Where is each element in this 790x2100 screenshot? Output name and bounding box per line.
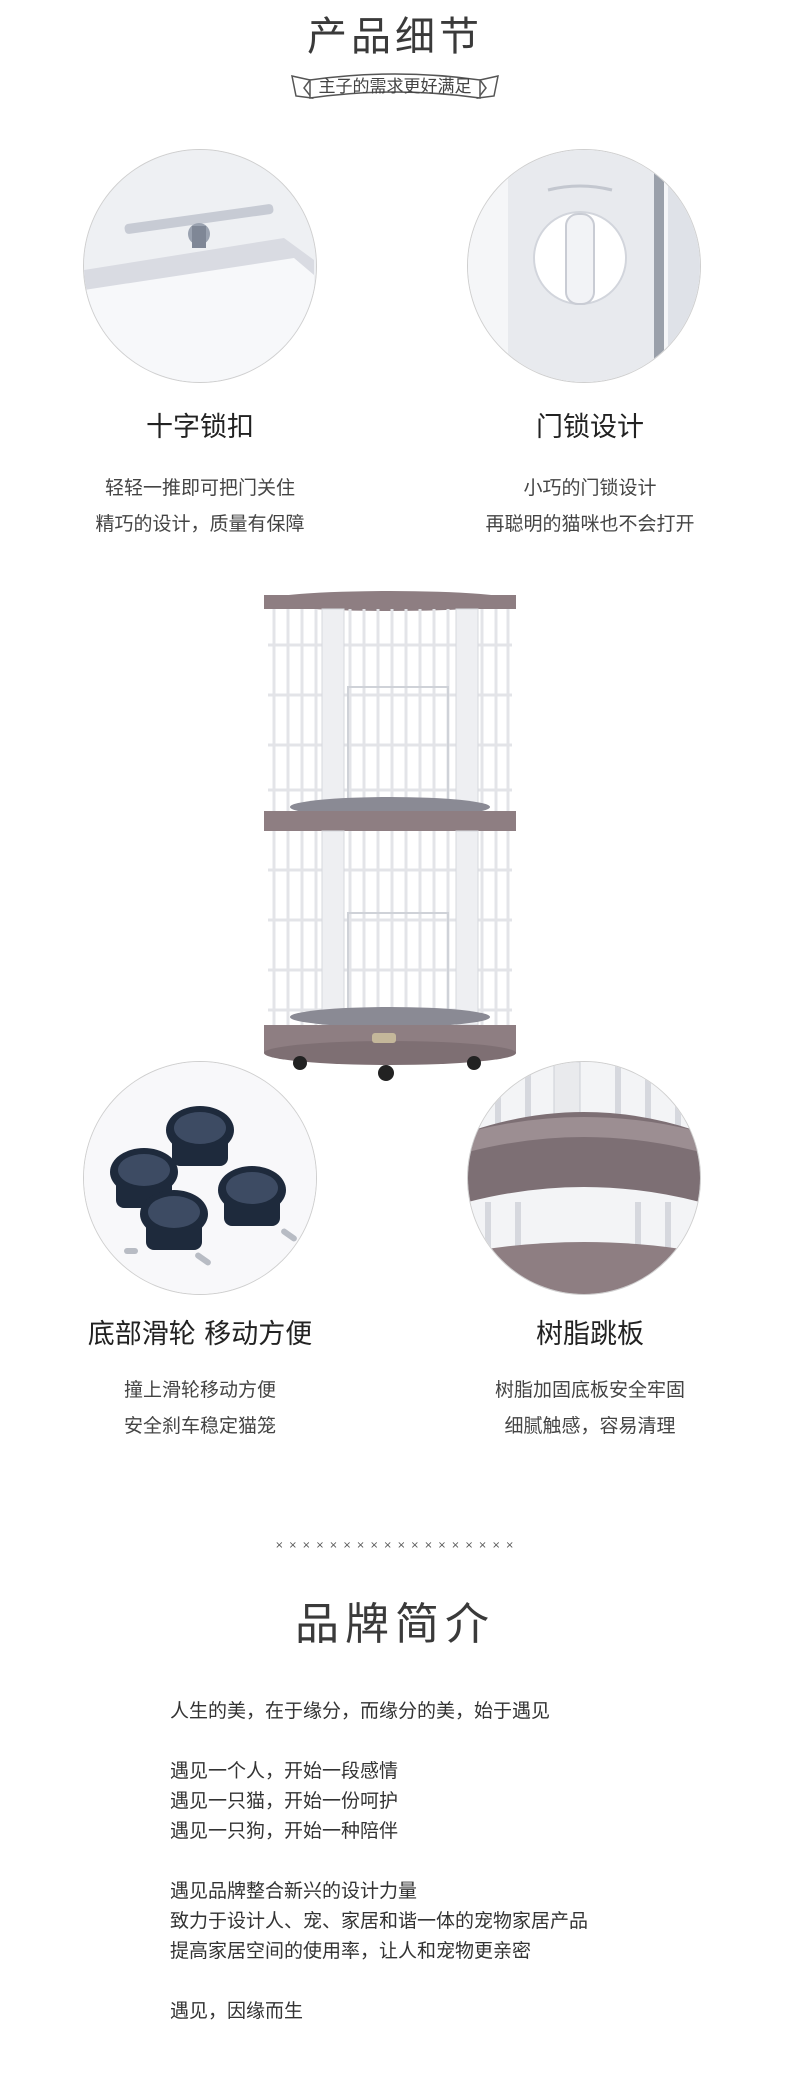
- feature-desc-line: 精巧的设计，质量有保障: [95, 513, 305, 535]
- brand-line: 提高家居空间的使用率，让人和宠物更亲密: [170, 1940, 532, 1962]
- section-title-details: 产品细节: [307, 14, 483, 60]
- feature-desc-cross-lock: 轻轻一推即可把门关住 精巧的设计，质量有保障: [40, 470, 360, 542]
- brand-line: 遇见一只狗，开始一种陪伴: [170, 1820, 399, 1842]
- section-divider: × × × × × × × × × × × × × × × × × ×: [275, 1540, 515, 1551]
- cross-lock-photo: [84, 150, 316, 382]
- brand-line: 遇见一个人，开始一段感情: [170, 1760, 399, 1782]
- brand-line: 人生的美，在于缘分，而缘分的美，始于遇见: [170, 1700, 551, 1722]
- feature-desc-line: 细腻触感，容易清理: [504, 1415, 676, 1437]
- feature-desc-line: 轻轻一推即可把门关住: [104, 477, 295, 499]
- casters-photo: [84, 1062, 316, 1294]
- ribbon-decoration: [291, 73, 499, 99]
- feature-desc-line: 安全刹车稳定猫笼: [123, 1415, 276, 1437]
- feature-desc-casters: 撞上滑轮移动方便 安全刹车稳定猫笼: [40, 1372, 360, 1444]
- cat-cage-product-image: [264, 591, 516, 1081]
- feature-desc-door-lock: 小巧的门锁设计 再聪明的猫咪也不会打开: [430, 470, 750, 542]
- door-lock-photo: [468, 150, 700, 382]
- feature-desc-line: 再聪明的猫咪也不会打开: [485, 513, 695, 535]
- feature-title-casters: 底部滑轮 移动方便: [87, 1319, 313, 1350]
- brand-line: 致力于设计人、宠、家居和谐一体的宠物家居产品: [170, 1910, 589, 1932]
- feature-desc-resin-platform: 树脂加固底板安全牢固 细腻触感，容易清理: [430, 1372, 750, 1444]
- feature-desc-line: 撞上滑轮移动方便: [123, 1379, 276, 1401]
- feature-desc-line: 树脂加固底板安全牢固: [494, 1379, 685, 1401]
- feature-title-resin-platform: 树脂跳板: [536, 1319, 644, 1350]
- section-title-brand: 品牌简介: [295, 1599, 495, 1650]
- brand-line: 遇见一只猫，开始一份呵护: [170, 1790, 399, 1812]
- brand-line: 遇见品牌整合新兴的设计力量: [170, 1880, 418, 1902]
- section-subtitle: 主子的需求更好满足: [318, 77, 472, 97]
- brand-line: 遇见，因缘而生: [170, 2000, 304, 2022]
- resin-platform-photo: [468, 1062, 700, 1294]
- feature-desc-line: 小巧的门锁设计: [523, 477, 657, 499]
- feature-title-door-lock: 门锁设计: [536, 412, 644, 443]
- brand-intro: 人生的美，在于缘分，而缘分的美，始于遇见 遇见一个人，开始一段感情 遇见一只猫，…: [170, 1696, 690, 2026]
- feature-title-cross-lock: 十字锁扣: [146, 412, 254, 443]
